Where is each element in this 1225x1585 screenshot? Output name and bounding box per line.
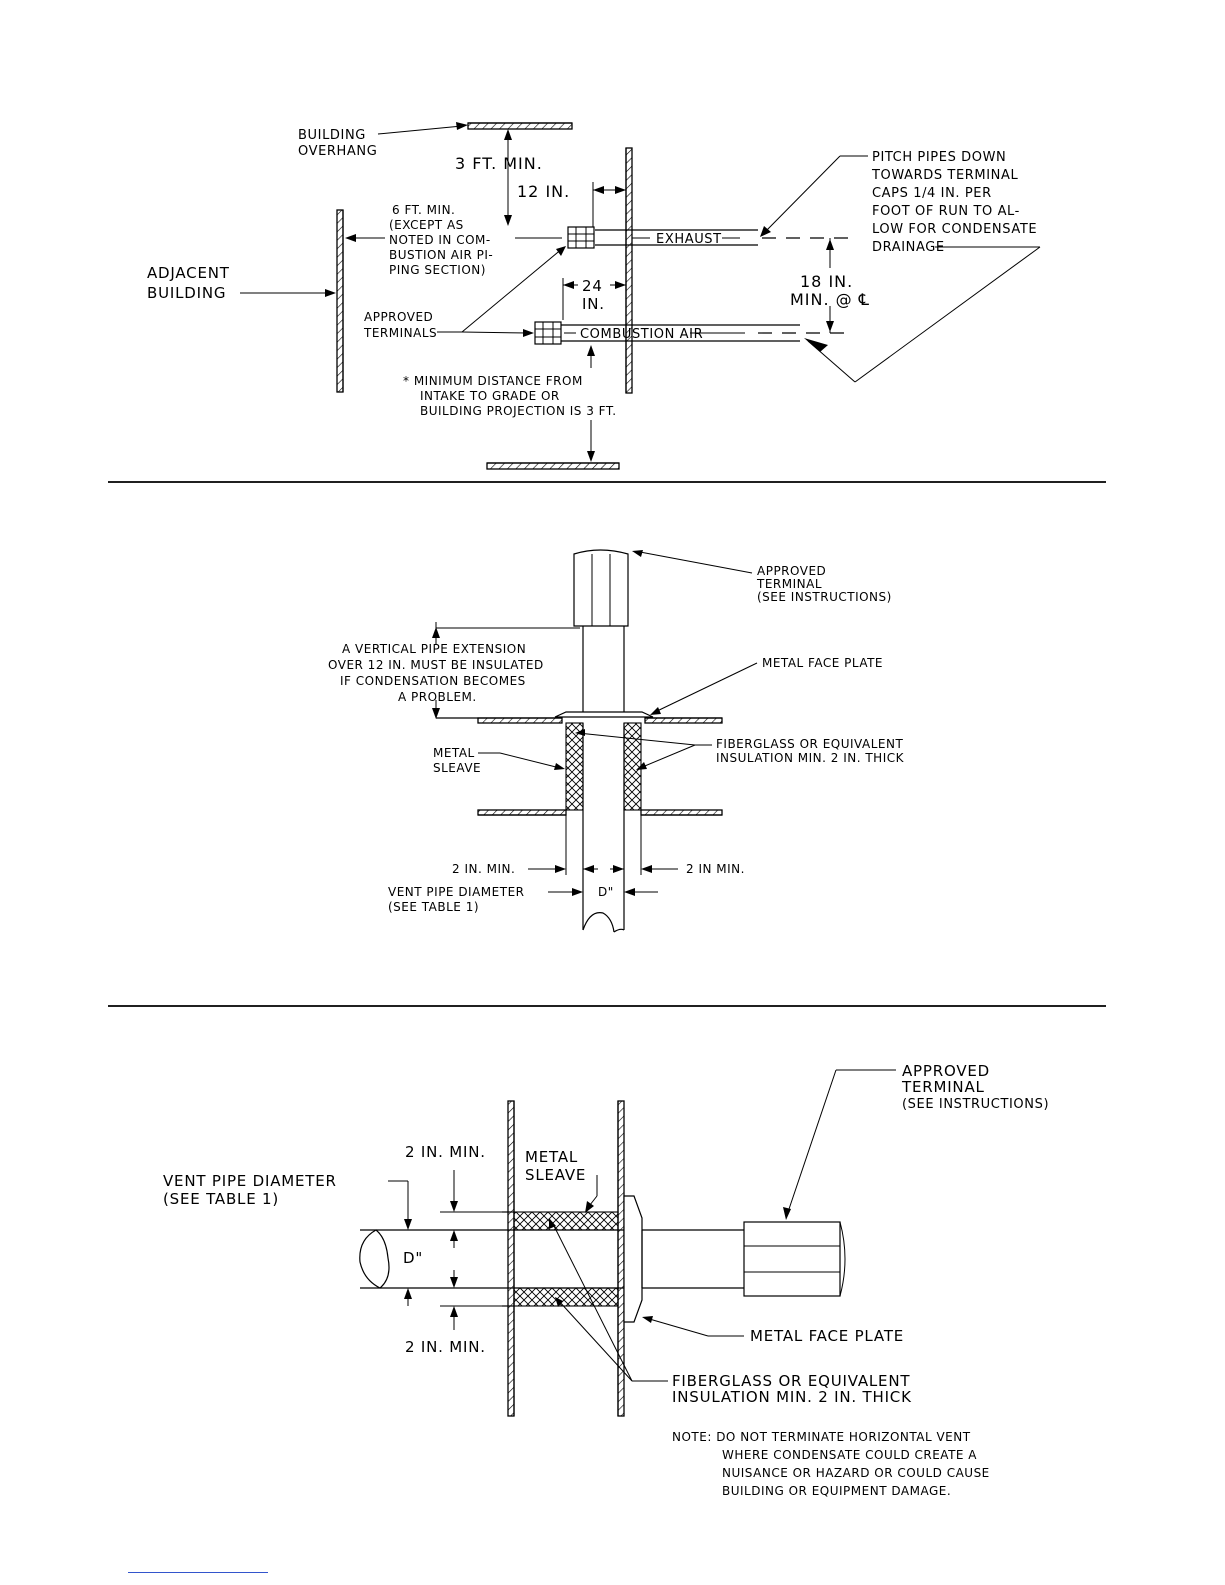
metal-sleave-label-2: METAL xyxy=(433,746,475,760)
svg-text:DRAINAGE: DRAINAGE xyxy=(872,240,945,255)
svg-text:BUILDING OR EQUIPMENT DAMAGE.: BUILDING OR EQUIPMENT DAMAGE. xyxy=(722,1484,951,1498)
combustion-air-terminal xyxy=(534,321,562,345)
grade-hatch xyxy=(486,462,620,470)
svg-text:(SEE INSTRUCTIONS): (SEE INSTRUCTIONS) xyxy=(757,590,892,604)
svg-text:MIN. @ ℄: MIN. @ ℄ xyxy=(790,290,870,309)
ceiling-hatch-left xyxy=(477,809,567,816)
svg-text:OVERHANG: OVERHANG xyxy=(298,144,377,159)
svg-text:INSULATION MIN. 2 IN. THICK: INSULATION MIN. 2 IN. THICK xyxy=(672,1388,912,1406)
vent-pipe-diameter-label-3: VENT PIPE DIAMETER xyxy=(163,1172,337,1190)
svg-text:BUILDING: BUILDING xyxy=(147,284,226,302)
svg-text:(SEE INSTRUCTIONS): (SEE INSTRUCTIONS) xyxy=(902,1097,1049,1112)
adjacent-building-label: ADJACENT xyxy=(147,264,230,282)
svg-text:INSULATION MIN. 2 IN. THICK: INSULATION MIN. 2 IN. THICK xyxy=(716,751,905,765)
approved-terminal-label-2: APPROVED xyxy=(757,564,826,578)
eighteen-in-label: 18 IN. xyxy=(800,272,853,291)
two-in-min-left-2: 2 IN. MIN. xyxy=(452,862,515,876)
svg-text:SLEAVE: SLEAVE xyxy=(525,1166,586,1184)
roof-hatch-right xyxy=(644,717,723,724)
insulation-label-2: FIBERGLASS OR EQUIVALENT xyxy=(716,737,903,751)
min-distance-note: * MINIMUM DISTANCE FROM xyxy=(403,374,583,388)
insulation-bottom-3 xyxy=(513,1287,619,1307)
svg-text:IN.: IN. xyxy=(582,295,605,313)
metal-face-plate-3 xyxy=(623,1195,643,1323)
adjacent-building-wall xyxy=(336,209,344,393)
exhaust-terminal xyxy=(567,226,595,249)
building-overhang-hatch xyxy=(467,122,573,130)
svg-text:SLEAVE: SLEAVE xyxy=(433,761,481,775)
metal-sleave-label-3: METAL xyxy=(525,1148,578,1166)
svg-text:A PROBLEM.: A PROBLEM. xyxy=(398,690,477,704)
figure-3-horizontal-wall-termination: APPROVED TERMINAL (SEE INSTRUCTIONS) 2 I… xyxy=(163,1062,1049,1498)
svg-text:TERMINALS: TERMINALS xyxy=(363,326,437,340)
svg-text:IF CONDENSATION BECOMES: IF CONDENSATION BECOMES xyxy=(340,674,526,688)
horizontal-terminal xyxy=(743,1221,841,1297)
vertical-extension-note: A VERTICAL PIPE EXTENSION xyxy=(342,642,526,656)
svg-text:TERMINAL: TERMINAL xyxy=(901,1078,985,1096)
svg-text:WHERE CONDENSATE COULD CREATE: WHERE CONDENSATE COULD CREATE A xyxy=(722,1448,977,1462)
insulation-right xyxy=(623,722,642,811)
svg-text:LOW FOR CONDENSATE: LOW FOR CONDENSATE xyxy=(872,222,1037,237)
roof-hatch-left xyxy=(477,717,563,724)
building-overhang-label: BUILDING xyxy=(298,128,366,143)
svg-text:BUILDING PROJECTION IS 3 FT.: BUILDING PROJECTION IS 3 FT. xyxy=(420,404,617,418)
pipe-break xyxy=(582,912,615,933)
pipe-break-3 xyxy=(359,1229,390,1289)
d-label-2: D" xyxy=(598,885,614,899)
horizontal-vent-note: NOTE: DO NOT TERMINATE HORIZONTAL VENT xyxy=(672,1430,971,1444)
combustion-air-label: COMBUSTION AIR xyxy=(580,327,703,342)
svg-text:(SEE TABLE 1): (SEE TABLE 1) xyxy=(388,900,479,914)
approved-terminal-label-3: APPROVED xyxy=(902,1062,990,1080)
approved-terminals-label: APPROVED xyxy=(364,310,433,324)
figure-1-horizontal-termination: BUILDING OVERHANG 3 FT. MIN. 12 IN. ADJA… xyxy=(147,122,1041,470)
metal-face-plate-label-2: METAL FACE PLATE xyxy=(762,656,883,670)
svg-text:TERMINAL: TERMINAL xyxy=(756,577,822,591)
insulation-left xyxy=(565,722,584,811)
two-in-min-top-3: 2 IN. MIN. xyxy=(405,1143,486,1161)
svg-text:BUSTION AIR PI-: BUSTION AIR PI- xyxy=(389,248,493,262)
six-ft-min-label: 6 FT. MIN. xyxy=(392,203,455,217)
metal-face-plate-label-3: METAL FACE PLATE xyxy=(750,1327,904,1345)
vent-pipe-diameter-label-2: VENT PIPE DIAMETER xyxy=(388,885,525,899)
exhaust-label: EXHAUST xyxy=(656,232,722,247)
svg-text:(EXCEPT AS: (EXCEPT AS xyxy=(389,218,464,232)
svg-text:TOWARDS TERMINAL: TOWARDS TERMINAL xyxy=(871,168,1018,183)
insulation-top-3 xyxy=(513,1211,619,1231)
twelve-in-label: 12 IN. xyxy=(517,182,570,201)
metal-face-plate-2 xyxy=(554,711,654,718)
two-in-min-right-2: 2 IN MIN. xyxy=(686,862,745,876)
svg-text:PING SECTION): PING SECTION) xyxy=(389,263,486,277)
vertical-terminal xyxy=(573,549,629,627)
figure-2-vertical-termination: APPROVED TERMINAL (SEE INSTRUCTIONS) MET… xyxy=(328,549,905,933)
exterior-wall xyxy=(625,147,633,394)
two-in-min-bottom-3: 2 IN. MIN. xyxy=(405,1338,486,1356)
svg-text:NOTED IN COM-: NOTED IN COM- xyxy=(389,233,491,247)
svg-text:INTAKE TO GRADE OR: INTAKE TO GRADE OR xyxy=(420,389,560,403)
footer-link-underline[interactable] xyxy=(128,1572,268,1573)
svg-text:(SEE TABLE 1): (SEE TABLE 1) xyxy=(163,1190,279,1208)
svg-text:OVER 12 IN. MUST BE INSULATED: OVER 12 IN. MUST BE INSULATED xyxy=(328,658,544,672)
three-ft-min-label: 3 FT. MIN. xyxy=(455,154,543,173)
ceiling-hatch-right xyxy=(640,809,723,816)
svg-text:NUISANCE OR HAZARD OR COULD CA: NUISANCE OR HAZARD OR COULD CAUSE xyxy=(722,1466,990,1480)
svg-text:CAPS 1/4 IN. PER: CAPS 1/4 IN. PER xyxy=(872,186,992,201)
wall-left xyxy=(507,1100,515,1417)
insulation-label-3: FIBERGLASS OR EQUIVALENT xyxy=(672,1372,910,1390)
svg-text:FOOT OF RUN TO AL-: FOOT OF RUN TO AL- xyxy=(872,204,1020,219)
pitch-pipes-note: PITCH PIPES DOWN xyxy=(872,150,1006,165)
d-label-3: D" xyxy=(403,1249,423,1267)
twentyfour-in-label: 24 xyxy=(582,277,603,295)
